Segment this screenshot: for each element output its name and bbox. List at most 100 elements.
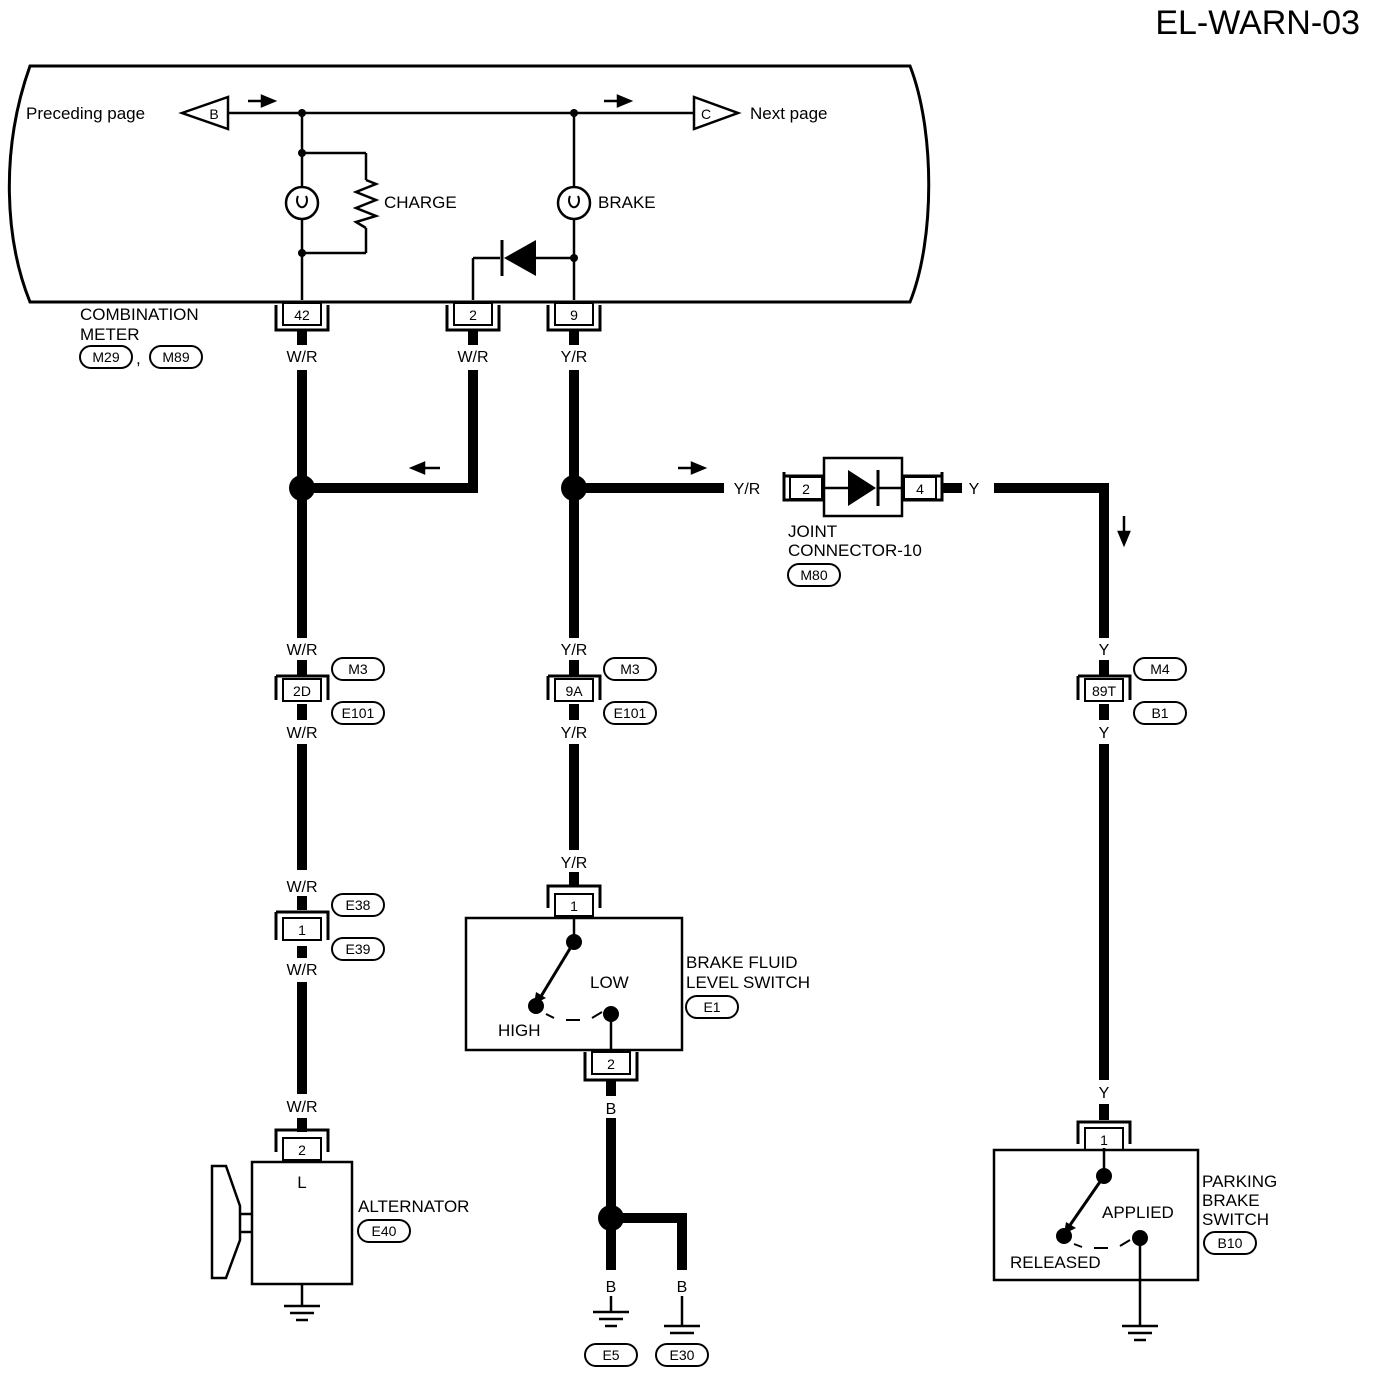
charge-label: CHARGE: [384, 193, 457, 212]
brake-lamp-icon: [556, 185, 592, 221]
svg-text:M3: M3: [348, 661, 368, 677]
wire-label-wr: W/R: [286, 725, 317, 742]
charge-lamp-icon: [284, 185, 320, 221]
brake-fluid-name-line1: BRAKE FLUID: [686, 953, 797, 972]
svg-text:E101: E101: [342, 705, 375, 721]
connector-2d-ref-bottom: E101: [331, 701, 385, 725]
svg-text:42: 42: [294, 307, 310, 323]
svg-text:B1: B1: [1151, 705, 1168, 721]
wire-label-b: B: [606, 1101, 617, 1118]
wire-label-yr: Y/R: [561, 725, 588, 742]
alternator-terminal: L: [297, 1173, 306, 1192]
joint-connector-line2: CONNECTOR-10: [788, 541, 922, 560]
svg-text:E39: E39: [346, 941, 371, 957]
wire-label-yr: Y/R: [734, 481, 761, 498]
alternator-ref: E40: [357, 1219, 411, 1243]
wire-label-wr: W/R: [286, 962, 317, 979]
svg-text:2: 2: [298, 1142, 306, 1158]
preceding-ref: B: [209, 106, 218, 122]
svg-text:2: 2: [469, 307, 477, 323]
svg-text:1: 1: [298, 922, 306, 938]
parking-brake-name-line2: BRAKE: [1202, 1191, 1260, 1210]
svg-text:2: 2: [607, 1056, 615, 1072]
wire-labels: W/R W/R Y/R Y/R Y W/R W/R W/R W/R W/R Y/…: [286, 349, 1109, 1296]
ground-icon: [1122, 1324, 1158, 1342]
ground-ref-e5: E5: [584, 1343, 638, 1367]
svg-text:4: 4: [916, 481, 924, 497]
brake-label: BRAKE: [598, 193, 656, 212]
next-page-label[interactable]: Next page: [750, 104, 828, 123]
svg-text:1: 1: [1100, 1132, 1108, 1148]
svg-text:E1: E1: [703, 999, 720, 1015]
wire-label-y: Y: [1099, 642, 1110, 659]
svg-text:M3: M3: [620, 661, 640, 677]
ground-ref-e30: E30: [655, 1343, 709, 1367]
connector-9a: 9A: [546, 674, 602, 702]
junction-dots-meter: [298, 109, 578, 262]
preceding-page-arrow-icon[interactable]: B: [178, 95, 230, 131]
svg-text:M89: M89: [162, 349, 189, 365]
wire-label-y: Y: [969, 481, 980, 498]
meter-name-line2: METER: [80, 325, 140, 344]
wire-label-yr: Y/R: [561, 855, 588, 872]
svg-text:M80: M80: [800, 567, 827, 583]
svg-text:E38: E38: [346, 897, 371, 913]
meter-ref-m89: M89: [149, 345, 203, 369]
svg-text:E40: E40: [372, 1223, 397, 1239]
svg-text:2: 2: [802, 481, 810, 497]
joint-connector-line1: JOINT: [788, 522, 837, 541]
brake-fluid-name-line2: LEVEL SWITCH: [686, 973, 810, 992]
svg-text:2D: 2D: [293, 683, 311, 699]
svg-text:1: 1: [570, 898, 578, 914]
wire-label-wr: W/R: [286, 349, 317, 366]
wire-label-b: B: [677, 1279, 688, 1296]
next-page-arrow-icon[interactable]: C: [692, 95, 742, 131]
wire-label-wr: W/R: [457, 349, 488, 366]
flow-arrow-icons-wires: [408, 461, 1131, 548]
svg-text:B10: B10: [1218, 1235, 1243, 1251]
wire-label-wr: W/R: [286, 879, 317, 896]
applied-label: APPLIED: [1102, 1203, 1174, 1222]
high-label: HIGH: [498, 1021, 541, 1040]
brake-fluid-ref: E1: [685, 995, 739, 1019]
joint-connector-10: 2 4: [782, 456, 944, 518]
pulley-icon: [210, 1164, 252, 1280]
connector-9a-ref-bottom: E101: [603, 701, 657, 725]
parking-brake-name-line1: PARKING: [1202, 1172, 1277, 1191]
meter-pin-42: 42: [274, 302, 330, 332]
next-ref: C: [701, 106, 711, 122]
meter-pin-2: 2: [445, 302, 501, 332]
ground-icon: [664, 1296, 700, 1335]
diode-icon: [848, 470, 876, 506]
wire-label-y: Y: [1099, 1085, 1110, 1102]
wire-label-yr: Y/R: [561, 349, 588, 366]
wire-label-y: Y: [1099, 725, 1110, 742]
low-label: LOW: [590, 973, 629, 992]
page-id: EL-WARN-03: [1155, 4, 1360, 42]
wiring-harness: [297, 330, 1109, 1270]
ground-icon: [284, 1304, 320, 1322]
svg-text:E5: E5: [602, 1347, 619, 1363]
svg-text:M4: M4: [1150, 661, 1170, 677]
connector-1-ref-top: E38: [331, 893, 385, 917]
parking-brake-name-line3: SWITCH: [1202, 1210, 1269, 1229]
wire-label-yr: Y/R: [561, 642, 588, 659]
connector-1: 1: [274, 910, 330, 941]
wire-label-wr: W/R: [286, 1099, 317, 1116]
svg-text:M29: M29: [92, 349, 119, 365]
ground-icon: [593, 1296, 629, 1328]
alternator: 2 L: [210, 1128, 354, 1322]
splice-dots: [289, 475, 624, 1231]
meter-name-line1: COMBINATION: [80, 305, 199, 324]
connector-89t-ref-bottom: B1: [1133, 701, 1187, 725]
connector-89t-ref-top: M4: [1133, 657, 1187, 681]
preceding-page-label[interactable]: Preceding page: [26, 104, 145, 123]
joint-connector-ref: M80: [787, 563, 841, 587]
connector-89t: 89T: [1076, 674, 1132, 702]
connector-1-ref-bottom: E39: [331, 937, 385, 961]
parking-brake-switch: 1 APPLIED RELEASED: [992, 1120, 1200, 1326]
diode-icon: [500, 240, 536, 276]
wire-label-b: B: [606, 1279, 617, 1296]
meter-ref-m29: M29: [79, 345, 133, 369]
